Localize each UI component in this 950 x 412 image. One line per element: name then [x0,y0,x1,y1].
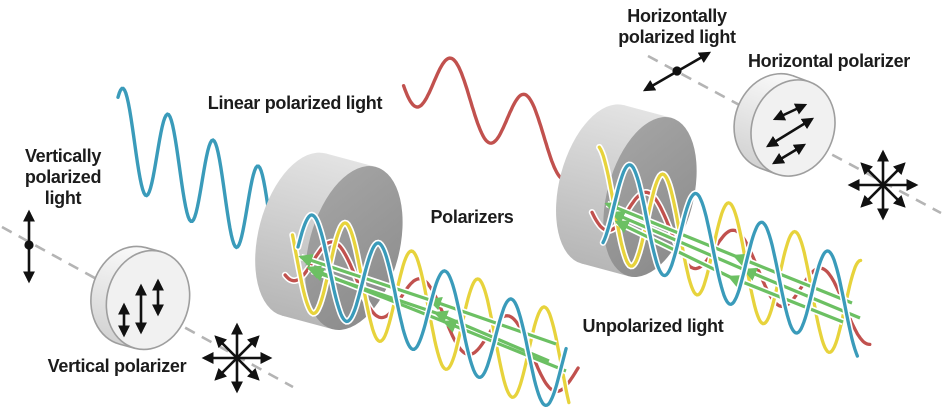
label-horizontal-polarizer: Horizontal polarizer [747,51,911,71]
wave-path [296,213,568,407]
vertical-polarizer-disc [90,245,191,351]
vertical-transmission-axis-arrows [118,278,164,338]
unpolarized-light-bundle-right [588,143,874,360]
unpolarized-light-bundle-left [281,211,582,409]
label-vertically-polarized-light: Vertically polarized light [24,146,102,208]
label-vertical-polarizer: Vertical polarizer [47,356,187,376]
label-unpolarized-light: Unpolarized light [582,316,724,336]
wave-path [116,86,272,250]
label-polarizers: Polarizers [430,207,514,227]
linear-polarized-wave-blue [114,85,274,252]
wave-path [601,163,860,358]
linear-polarized-wave-red [400,54,588,183]
horizontal-transmission-axis-arrows [765,103,815,165]
unpolarized-star-icon [201,322,273,394]
wave-path [401,56,586,181]
wave-path [400,54,588,183]
label-linear-polarized-light: Linear polarized light [207,93,383,113]
horizontal-polarization-arrow-icon [642,51,712,92]
unpolarized-star-icon [847,149,919,221]
horizontal-polarizer-disc [733,72,836,177]
vertical-polarization-arrow-icon [23,209,35,284]
label-horizontally-polarized-light: Horizontally polarized light [618,6,736,47]
